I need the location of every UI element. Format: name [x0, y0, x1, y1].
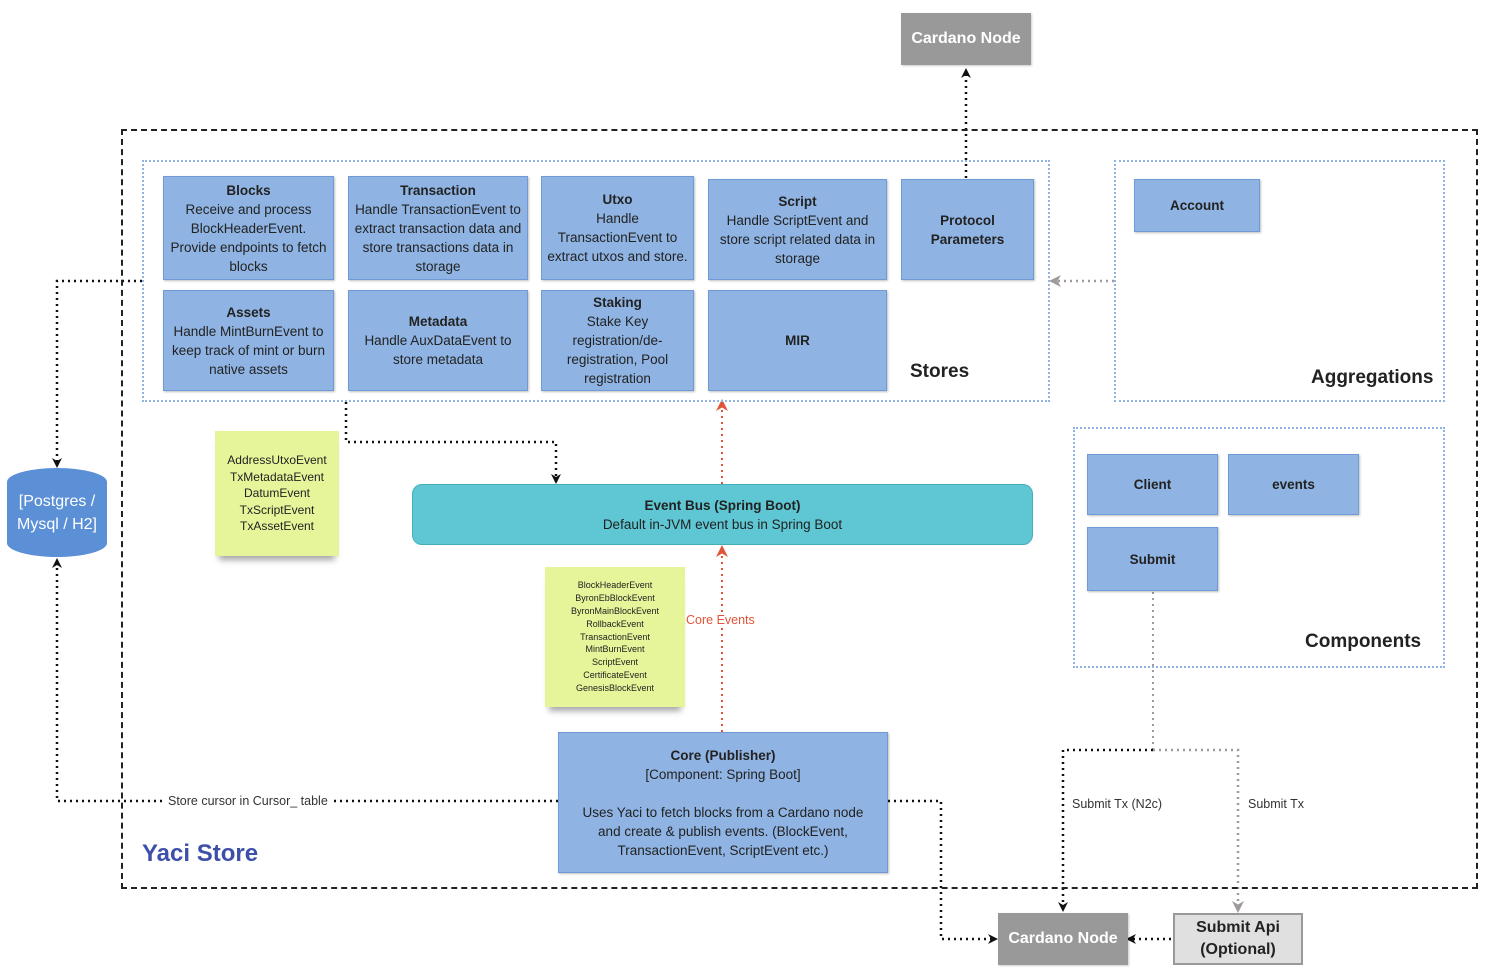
submit-api-line2: (Optional) — [1200, 941, 1276, 958]
cardano-node-bottom[interactable]: Cardano Node — [998, 913, 1128, 965]
submit-api-line1: Submit Api — [1196, 919, 1280, 936]
utxo-store[interactable]: Utxo Handle TransactionEvent to extract … — [541, 176, 694, 280]
mir-title: MIR — [785, 333, 810, 348]
edge-core-to-db — [52, 558, 558, 803]
staking-store[interactable]: Staking Stake Key registration/de-regist… — [541, 290, 694, 391]
store-events-note: AddressUtxoEvent TxMetadataEvent DatumEv… — [215, 431, 339, 556]
mir-store[interactable]: MIR — [708, 290, 887, 391]
store-event-item: DatumEvent — [243, 486, 311, 501]
events-component[interactable]: events — [1228, 454, 1359, 515]
staking-desc: Stake Key registration/de-registration, … — [566, 314, 669, 386]
core-event-item: ByronEbBlockEvent — [575, 593, 655, 604]
protocol-title: Protocol Parameters — [930, 212, 1005, 247]
script-desc: Handle ScriptEvent and store script rela… — [719, 212, 876, 266]
core-event-item: RollbackEvent — [586, 618, 644, 629]
edge-submit-api — [1153, 748, 1244, 913]
database-line2: Mysql / H2] — [16, 515, 97, 533]
event-bus-title: Event Bus (Spring Boot) — [644, 497, 801, 513]
store-event-item: AddressUtxoEvent — [227, 453, 327, 468]
core-event-item: ScriptEvent — [591, 657, 639, 668]
yaci-store-title: Yaci Store — [142, 840, 259, 867]
components-label: Components — [1305, 631, 1422, 652]
core-event-item: BlockHeaderEvent — [577, 580, 653, 591]
core-event-item: CertificateEvent — [583, 669, 647, 680]
stores-group — [142, 160, 1050, 402]
submit-n2c-label: Submit Tx (N2c) — [1072, 797, 1163, 811]
protocol-parameters-store[interactable]: Protocol Parameters — [901, 179, 1034, 280]
edge-stores-to-db — [52, 279, 142, 468]
assets-store[interactable]: Assets Handle MintBurnEvent to keep trac… — [163, 290, 334, 391]
core-event-item: GenesisBlockEvent — [575, 682, 655, 693]
edge-stores-to-bus — [344, 402, 561, 484]
edge-submit-n2c — [1058, 748, 1153, 912]
staking-title: Staking — [593, 295, 642, 310]
transaction-desc: Handle TransactionEvent to extract trans… — [354, 201, 522, 274]
metadata-title: Metadata — [408, 314, 468, 329]
store-event-item: TxMetadataEvent — [229, 469, 325, 484]
database-cylinder[interactable]: [Postgres / Mysql / H2] — [7, 468, 107, 557]
submit-tx-label: Submit Tx — [1248, 797, 1305, 811]
submit-api[interactable]: Submit Api (Optional) — [1173, 913, 1303, 965]
yaci-store-boundary — [121, 129, 1478, 889]
script-store[interactable]: Script Handle ScriptEvent and store scri… — [708, 179, 887, 280]
event-bus[interactable]: Event Bus (Spring Boot) Default in-JVM e… — [412, 484, 1033, 545]
store-cursor-label: Store cursor in Cursor_ table — [165, 794, 331, 808]
aggregations-group — [1114, 160, 1445, 402]
store-event-item: TxAssetEvent — [239, 519, 315, 534]
blocks-title: Blocks — [226, 182, 271, 198]
components-group — [1073, 427, 1445, 668]
stores-label: Stores — [910, 361, 970, 382]
core-event-item: MintBurnEvent — [585, 644, 645, 655]
metadata-desc: Handle AuxDataEvent to store metadata — [364, 333, 512, 367]
core-event-item: ByronMainBlockEvent — [570, 606, 660, 616]
core-title: Core (Publisher) — [670, 747, 776, 763]
core-desc: Uses Yaci to fetch blocks from a Cardano… — [582, 804, 864, 858]
submit-component[interactable]: Submit — [1087, 527, 1218, 591]
assets-desc: Handle MintBurnEvent to keep track of mi… — [171, 323, 326, 377]
metadata-store[interactable]: Metadata Handle AuxDataEvent to store me… — [348, 290, 528, 391]
transaction-title: Transaction — [400, 182, 476, 198]
core-events-label: Core Events — [686, 613, 755, 627]
account-title: Account — [1170, 198, 1224, 213]
edge-core-to-node — [888, 799, 998, 944]
script-title: Script — [778, 193, 817, 209]
core-publisher[interactable]: Core (Publisher) [Component: Spring Boot… — [558, 732, 888, 873]
aggregations-label: Aggregations — [1311, 367, 1434, 388]
assets-title: Assets — [226, 304, 271, 320]
submit-title: Submit — [1129, 551, 1176, 567]
event-bus-desc: Default in-JVM event bus in Spring Boot — [602, 516, 843, 532]
blocks-store[interactable]: Blocks Receive and process BlockHeaderEv… — [163, 176, 334, 280]
client-title: Client — [1133, 477, 1172, 492]
client-component[interactable]: Client — [1087, 454, 1218, 515]
transaction-store[interactable]: Transaction Handle TransactionEvent to e… — [348, 176, 528, 280]
store-event-item: TxScriptEvent — [239, 502, 315, 517]
core-events-note: BlockHeaderEvent ByronEbBlockEvent Byron… — [545, 567, 685, 707]
core-event-item: TransactionEvent — [580, 631, 650, 642]
utxo-title: Utxo — [602, 192, 633, 207]
core-subtitle: [Component: Spring Boot] — [645, 766, 801, 782]
events-title: events — [1272, 477, 1315, 492]
account-aggregation[interactable]: Account — [1134, 179, 1260, 232]
utxo-desc: Handle TransactionEvent to extract utxos… — [547, 211, 688, 264]
cardano-node-top[interactable]: Cardano Node — [901, 13, 1031, 65]
database-line1: [Postgres / — [18, 492, 96, 510]
blocks-desc: Receive and process BlockHeaderEvent. Pr… — [170, 201, 327, 274]
